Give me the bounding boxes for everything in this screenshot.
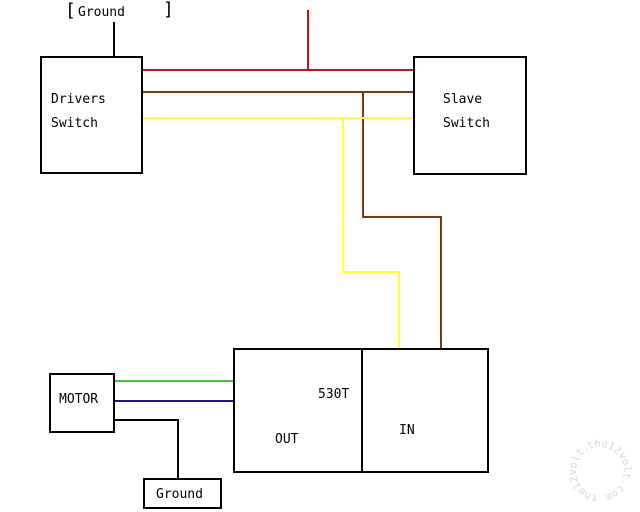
wire-brown-main (142, 91, 413, 93)
motor-box: MOTOR (49, 373, 115, 433)
watermark-text: the12volt.com the12volt.com (562, 432, 638, 512)
slave-switch-label-line1: Slave (443, 92, 483, 107)
bracket-close-mark: ] (163, 0, 174, 20)
ground-box: Ground (143, 478, 222, 509)
wire-yellow-jog (342, 271, 400, 273)
relay-unit-model-label: 530T (318, 387, 350, 402)
relay-unit-out-label: OUT (275, 432, 299, 447)
wire-red-main (142, 69, 415, 71)
wire-blue-motor (114, 400, 234, 402)
top-ground-label: Ground (78, 5, 125, 20)
wire-ground-to-drivers-switch (113, 22, 115, 56)
wire-green-motor (114, 380, 234, 382)
ground-box-label: Ground (156, 487, 203, 502)
wire-brown-drop-2 (440, 216, 442, 350)
wire-motor-ground-horizontal (114, 419, 179, 421)
svg-text:the12volt.com the12volt.com: the12volt.com the12volt.com (562, 432, 638, 512)
watermark-circle: the12volt.com the12volt.com (562, 432, 638, 512)
relay-unit-in-label: IN (399, 423, 415, 438)
drivers-switch-box: Drivers Switch (40, 56, 143, 174)
wire-motor-ground-vertical (177, 419, 179, 480)
relay-unit-box: 530T OUT IN (233, 348, 489, 473)
wire-brown-jog (362, 216, 442, 218)
wire-yellow-drop-1 (342, 117, 344, 273)
bracket-open-mark: [ (65, 0, 76, 21)
drivers-switch-label-line2: Switch (51, 116, 98, 131)
relay-unit-divider (361, 350, 363, 471)
motor-label: MOTOR (59, 392, 99, 407)
wire-yellow-main (142, 117, 413, 119)
drivers-switch-label-line1: Drivers (51, 92, 106, 107)
slave-switch-label-line2: Switch (443, 116, 490, 131)
wire-red-stub-vertical (307, 10, 309, 71)
wire-yellow-drop-2 (398, 271, 400, 350)
wire-brown-drop-1 (362, 91, 364, 218)
slave-switch-box: Slave Switch (413, 56, 527, 175)
